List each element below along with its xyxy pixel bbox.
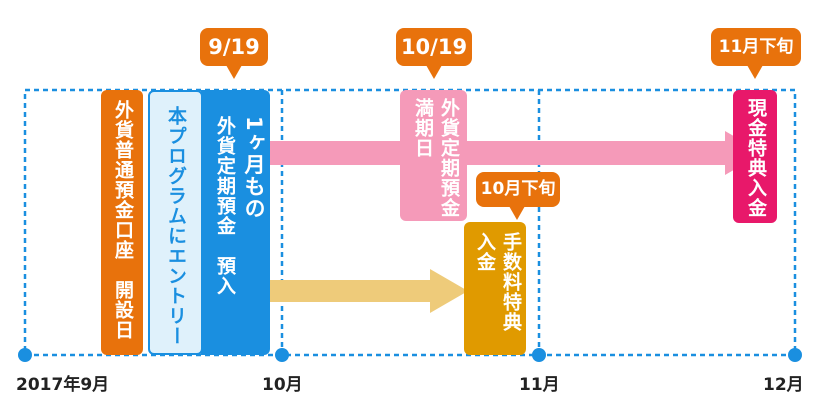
maturity-label-line1: 外貨定期預金 xyxy=(438,98,460,218)
callout-late-nov: 11月下旬 xyxy=(711,28,801,66)
callout-pointer-oct19 xyxy=(426,65,442,79)
callout-sep19: 9/19 xyxy=(200,28,268,66)
fee-bonus-label-line1: 手数料特典 xyxy=(500,232,522,332)
maturity-label-line2: 満期日 xyxy=(412,98,434,158)
callout-oct19: 10/19 xyxy=(396,28,472,66)
tick-dot-oct xyxy=(275,348,289,362)
tan-arrow xyxy=(268,269,468,313)
callout-pointer-late-oct xyxy=(509,206,525,220)
callout-pointer-sep19 xyxy=(226,65,242,79)
cash-bonus-label: 現金特典入金 xyxy=(745,98,767,218)
tick-dot-dec xyxy=(788,348,802,362)
pink-arrow xyxy=(268,131,763,175)
deposit-label-line1: 1ヶ月もの xyxy=(242,116,266,220)
tick-label-sep: 2017年9月 xyxy=(16,375,110,395)
fee-bonus-label-line2: 入金 xyxy=(474,232,496,272)
timeline-frame xyxy=(23,88,797,357)
tick-label-dec: 12月 xyxy=(763,375,804,395)
callout-pointer-late-nov xyxy=(747,65,763,79)
open-account-box xyxy=(101,90,143,355)
tick-label-nov: 11月 xyxy=(519,375,560,395)
program-entry-label: 本プログラムにエントリー xyxy=(165,106,187,346)
fee-bonus-box xyxy=(464,222,526,355)
tick-dot-sep xyxy=(18,348,32,362)
callout-late-oct: 10月下旬 xyxy=(476,172,560,207)
tick-label-oct: 10月 xyxy=(262,375,303,395)
deposit-box xyxy=(201,90,270,355)
maturity-box xyxy=(400,90,467,221)
tick-dot-nov xyxy=(532,348,546,362)
deposit-label-line2: 外貨定期預金 預入 xyxy=(214,116,236,296)
cash-bonus-box xyxy=(733,90,777,223)
open-account-label: 外貨普通預金口座 開設日 xyxy=(112,100,134,340)
